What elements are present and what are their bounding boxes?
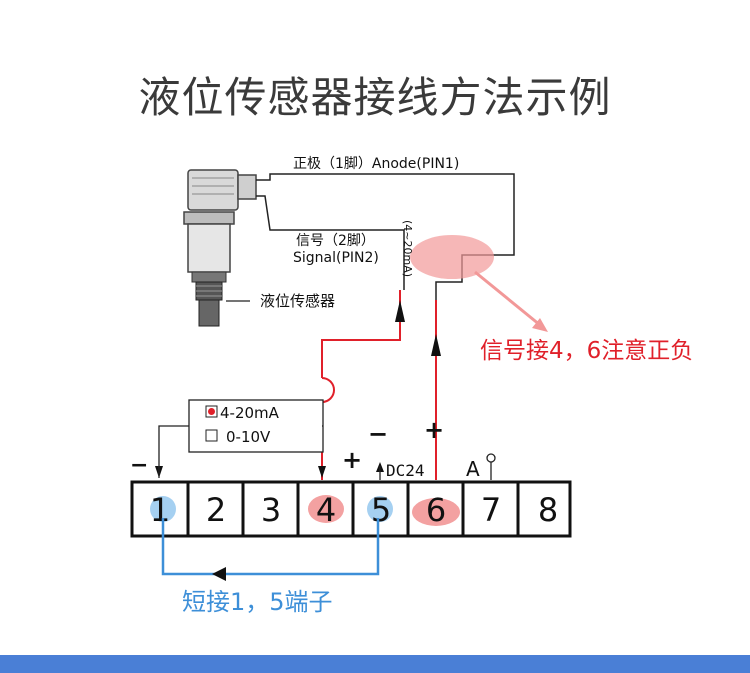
signal-en-label: Signal(PIN2) xyxy=(293,250,379,266)
anode-arrow-icon xyxy=(431,334,441,356)
sensor-name-label: 液位传感器 xyxy=(260,292,335,310)
anode-wire xyxy=(256,173,515,300)
a-label: A xyxy=(466,457,480,481)
dc24-label: DC24 xyxy=(386,461,425,480)
signal-wire xyxy=(256,195,405,290)
minus-left-label: − xyxy=(130,453,148,478)
minus-dc-label: − xyxy=(368,420,388,448)
terminal-4-highlight xyxy=(308,495,344,523)
terminal-2: 2 xyxy=(206,491,226,529)
terminal-1-highlight xyxy=(150,496,176,522)
terminal-8: 8 xyxy=(538,491,558,529)
terminal-5: 5 xyxy=(371,491,391,529)
signal-cn-label: 信号（2脚） xyxy=(296,233,375,249)
terminal-6: 6 xyxy=(426,491,446,529)
note-blue: 短接1，5端子 xyxy=(182,588,333,616)
bottom-bar xyxy=(0,655,750,673)
plus-dc-label: + xyxy=(424,416,444,444)
current-highlight xyxy=(410,235,494,279)
signal-arrow-icon xyxy=(395,300,405,322)
terminal-1: 1 xyxy=(150,491,170,529)
terminal-4: 4 xyxy=(316,491,336,529)
note-pointer xyxy=(474,270,541,327)
terminal-7: 7 xyxy=(481,491,501,529)
page-title: 液位传感器接线方法示例 xyxy=(138,73,612,122)
level-sensor-icon xyxy=(183,169,257,327)
terminal-3: 3 xyxy=(261,491,281,529)
voltage-checkbox-icon xyxy=(205,429,218,442)
anode-label: 正极（1脚）Anode(PIN1) xyxy=(293,156,459,172)
jumper-wire xyxy=(161,518,380,576)
terminal-strip xyxy=(130,480,572,538)
opt-voltage-label: 0-10V xyxy=(226,428,271,446)
jumper-arrow-icon xyxy=(212,567,226,581)
current-range-label: (4~20mA) xyxy=(401,220,414,277)
terminal-5-highlight xyxy=(367,496,393,522)
opt-current-label: 4-20mA xyxy=(220,404,280,422)
terminal-6-highlight xyxy=(412,498,460,526)
note-red: 信号接4，6注意正负 xyxy=(480,338,693,364)
plus-mid-label: + xyxy=(342,446,362,474)
